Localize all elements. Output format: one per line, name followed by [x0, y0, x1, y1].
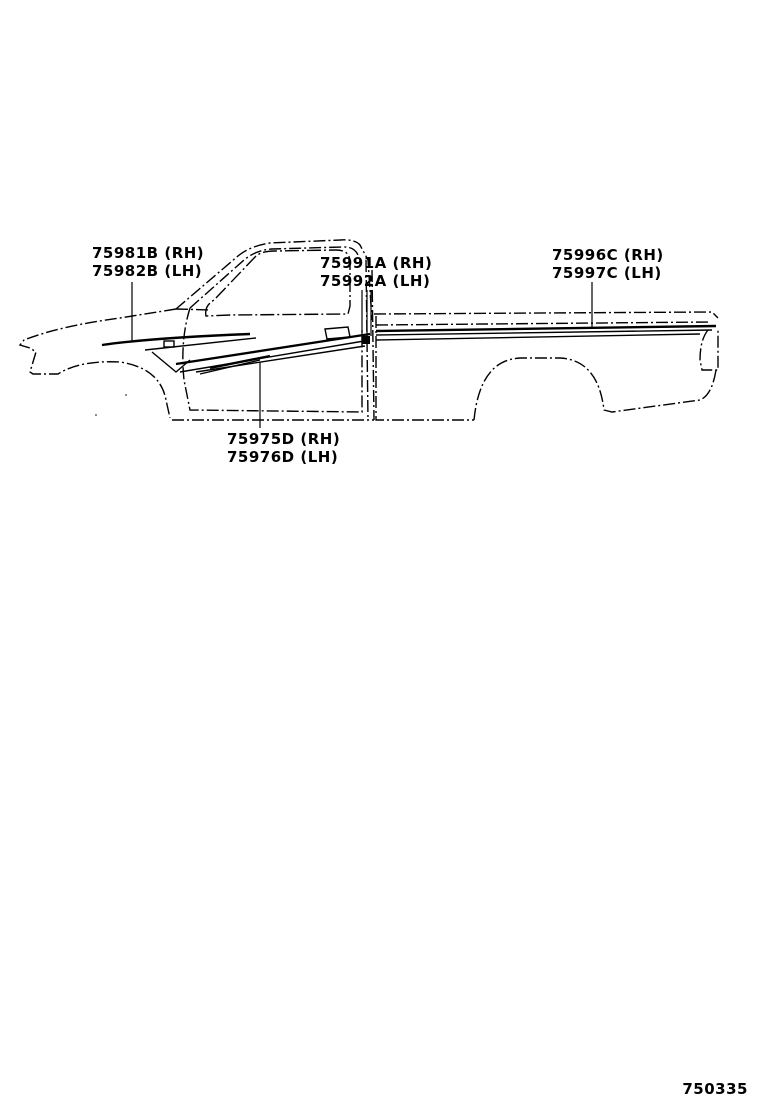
part-number-rh: 75975D (RH) [227, 430, 341, 448]
bed-stripe-art [375, 321, 717, 341]
callout-hood-fender-stripe: 75981B (RH) 75982B (LH) [92, 244, 204, 280]
part-number-rh: 75981B (RH) [92, 244, 205, 262]
part-number-lh: 75982B (LH) [92, 262, 203, 280]
callout-door-frame-stripe: 75991A (RH) 75992A (LH) [320, 254, 432, 290]
hood-fender-stripe-art [101, 332, 257, 373]
part-number-lh: 75992A (LH) [320, 272, 431, 290]
front-fender-outline [18, 308, 211, 419]
callout-door-stripe: 75975D (RH) 75976D (LH) [227, 430, 340, 466]
part-number-rh: 75996C (RH) [552, 246, 664, 264]
bed-outline [373, 311, 719, 421]
callout-bed-stripe: 75996C (RH) 75997C (LH) [552, 246, 664, 282]
stray-dot [95, 414, 97, 416]
figure-number: 750335 [682, 1080, 748, 1098]
part-number-rh: 75991A (RH) [320, 254, 433, 272]
door-stripe-art [175, 332, 371, 375]
stray-dot [125, 394, 127, 396]
part-number-lh: 75976D (LH) [227, 448, 339, 466]
leader-lines [131, 282, 593, 428]
part-number-lh: 75997C (LH) [552, 264, 662, 282]
